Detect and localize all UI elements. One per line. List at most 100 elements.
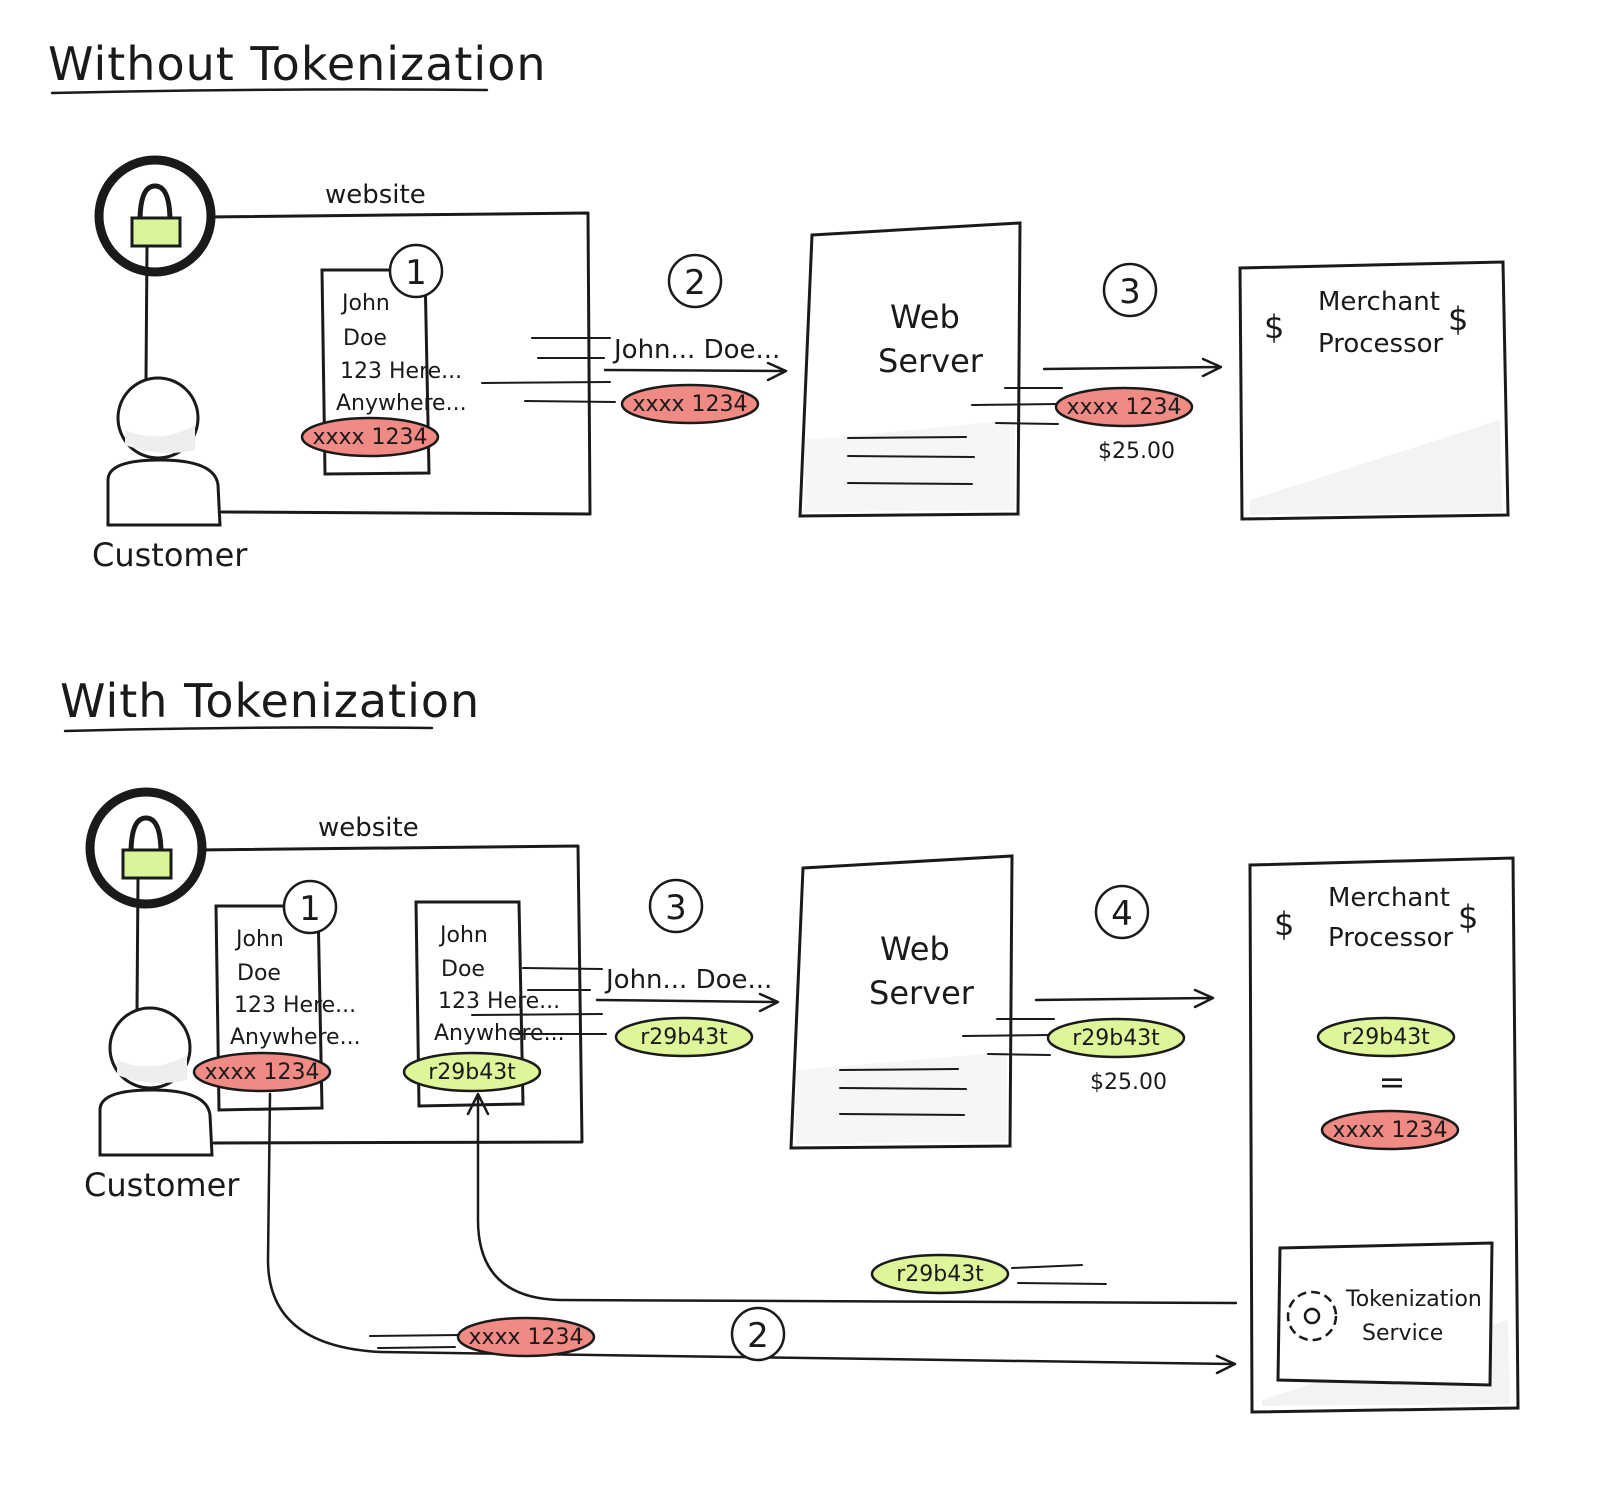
- svg-text:2: 2: [684, 263, 706, 303]
- form-line: Doe: [441, 957, 485, 982]
- processor-label: Processor: [1318, 329, 1444, 359]
- form-line: Doe: [343, 326, 387, 351]
- sent-token-pill: r29b43t: [614, 1016, 754, 1058]
- svg-text:4: 4: [1111, 894, 1133, 934]
- card-pill: xxxx 1234: [300, 416, 440, 458]
- title-underline: [50, 88, 489, 95]
- svg-text:r29b43t: r29b43t: [1342, 1025, 1430, 1050]
- dollar-icon: $: [1264, 308, 1284, 346]
- dollar-icon: $: [1448, 300, 1468, 338]
- step-1-badge: 1: [388, 243, 444, 299]
- svg-text:xxxx 1234: xxxx 1234: [1332, 1118, 1447, 1143]
- amount: $25.00: [1090, 1070, 1167, 1095]
- server-label: Web: [880, 930, 950, 968]
- token-pill: r29b43t: [402, 1051, 542, 1093]
- server-label: Server: [869, 974, 975, 1012]
- proc-token-pill: r29b43t: [1316, 1016, 1456, 1058]
- svg-text:r29b43t: r29b43t: [640, 1025, 728, 1050]
- merchant-processor: $ $ Merchant Processor: [1238, 260, 1510, 521]
- motion-lines: [1011, 1264, 1107, 1285]
- service-label: Service: [1362, 1321, 1443, 1346]
- svg-text:r29b43t: r29b43t: [428, 1060, 516, 1085]
- form-line: Doe: [237, 961, 281, 986]
- motion-lines: [971, 387, 1063, 425]
- svg-text:3: 3: [1119, 272, 1141, 312]
- gear-icon: [1286, 1290, 1338, 1342]
- equals-sign: =: [1379, 1063, 1406, 1101]
- form-line: John: [340, 291, 390, 316]
- card-pill: xxxx 1234: [192, 1051, 332, 1093]
- lock-stem: [144, 244, 149, 382]
- step-2-badge: 2: [730, 1306, 786, 1362]
- lock-icon: [94, 155, 216, 277]
- customer-label: Customer: [84, 1166, 240, 1204]
- motion-lines: [369, 1334, 461, 1349]
- svg-text:xxxx 1234: xxxx 1234: [468, 1325, 583, 1350]
- arrow-token-return: [466, 1092, 1238, 1305]
- sent-name: John... Doe...: [612, 335, 780, 365]
- website-label: website: [318, 813, 419, 843]
- server-label: Web: [890, 298, 960, 336]
- customer-label: Customer: [92, 536, 248, 574]
- tokenization-service: Tokenization Service: [1276, 1241, 1494, 1387]
- lock-stem: [135, 876, 140, 1014]
- motion-lines: [481, 337, 616, 403]
- title-underline: [63, 726, 434, 733]
- step-4-badge: 4: [1094, 884, 1150, 940]
- svg-text:r29b43t: r29b43t: [1072, 1026, 1160, 1051]
- motion-lines: [962, 1018, 1055, 1056]
- customer-icon: [98, 1006, 214, 1157]
- step-2-badge: 2: [667, 253, 723, 309]
- svg-text:3: 3: [665, 888, 687, 928]
- processor-label: Processor: [1328, 923, 1454, 953]
- customer-icon: [106, 376, 222, 527]
- step-3-badge: 3: [1102, 262, 1158, 318]
- processor-label: Merchant: [1318, 287, 1440, 317]
- section-without-tokenization: Without Tokenization website Customer Jo…: [48, 37, 1510, 574]
- return-token-pill: r29b43t: [870, 1253, 1010, 1295]
- svg-text:r29b43t: r29b43t: [896, 1262, 984, 1287]
- outgoing-card-pill: xxxx 1234: [456, 1316, 596, 1358]
- form-line: Anywhere...: [230, 1025, 361, 1050]
- sent-card-pill: xxxx 1234: [620, 383, 760, 425]
- section-title: With Tokenization: [60, 674, 480, 728]
- svg-text:1: 1: [405, 253, 427, 293]
- sent-name: John... Doe...: [604, 965, 772, 995]
- motion-lines: [471, 967, 607, 1035]
- svg-text:2: 2: [747, 1316, 769, 1356]
- svg-text:xxxx 1234: xxxx 1234: [312, 425, 427, 450]
- processor-label: Merchant: [1328, 883, 1450, 913]
- section-title: Without Tokenization: [48, 37, 547, 91]
- website-label: website: [325, 180, 426, 210]
- charge-token-pill: r29b43t: [1046, 1017, 1186, 1059]
- proc-card-pill: xxxx 1234: [1320, 1109, 1460, 1151]
- website-frame: [203, 211, 592, 516]
- arrow-to-processor: [1042, 357, 1223, 378]
- amount: $25.00: [1098, 439, 1175, 464]
- service-label: Tokenization: [1345, 1287, 1482, 1312]
- lock-icon: [85, 787, 207, 909]
- arrow-to-tokenization-service: [266, 1092, 1237, 1375]
- charge-card-pill: xxxx 1234: [1054, 386, 1194, 428]
- arrow-to-server: [603, 361, 788, 382]
- form-line: John: [234, 927, 284, 952]
- dollar-icon: $: [1458, 898, 1478, 936]
- section-with-tokenization: With Tokenization website Customer John …: [60, 674, 1520, 1414]
- form-line: 123 Here...: [438, 989, 560, 1014]
- svg-text:xxxx 1234: xxxx 1234: [632, 392, 747, 417]
- form-line: John: [438, 923, 488, 948]
- dollar-icon: $: [1274, 905, 1294, 943]
- arrow-to-server: [595, 992, 780, 1013]
- svg-text:xxxx 1234: xxxx 1234: [204, 1060, 319, 1085]
- web-server: Web Server: [789, 854, 1014, 1150]
- step-1-badge: 1: [282, 879, 338, 935]
- form-line: 123 Here...: [340, 359, 462, 384]
- form-line: 123 Here...: [234, 993, 356, 1018]
- arrow-to-processor: [1034, 988, 1215, 1009]
- svg-text:xxxx 1234: xxxx 1234: [1066, 395, 1181, 420]
- form-line: Anywhere...: [336, 391, 467, 416]
- web-server: Web Server: [798, 221, 1022, 518]
- server-label: Server: [878, 342, 984, 380]
- step-3-badge: 3: [648, 878, 704, 934]
